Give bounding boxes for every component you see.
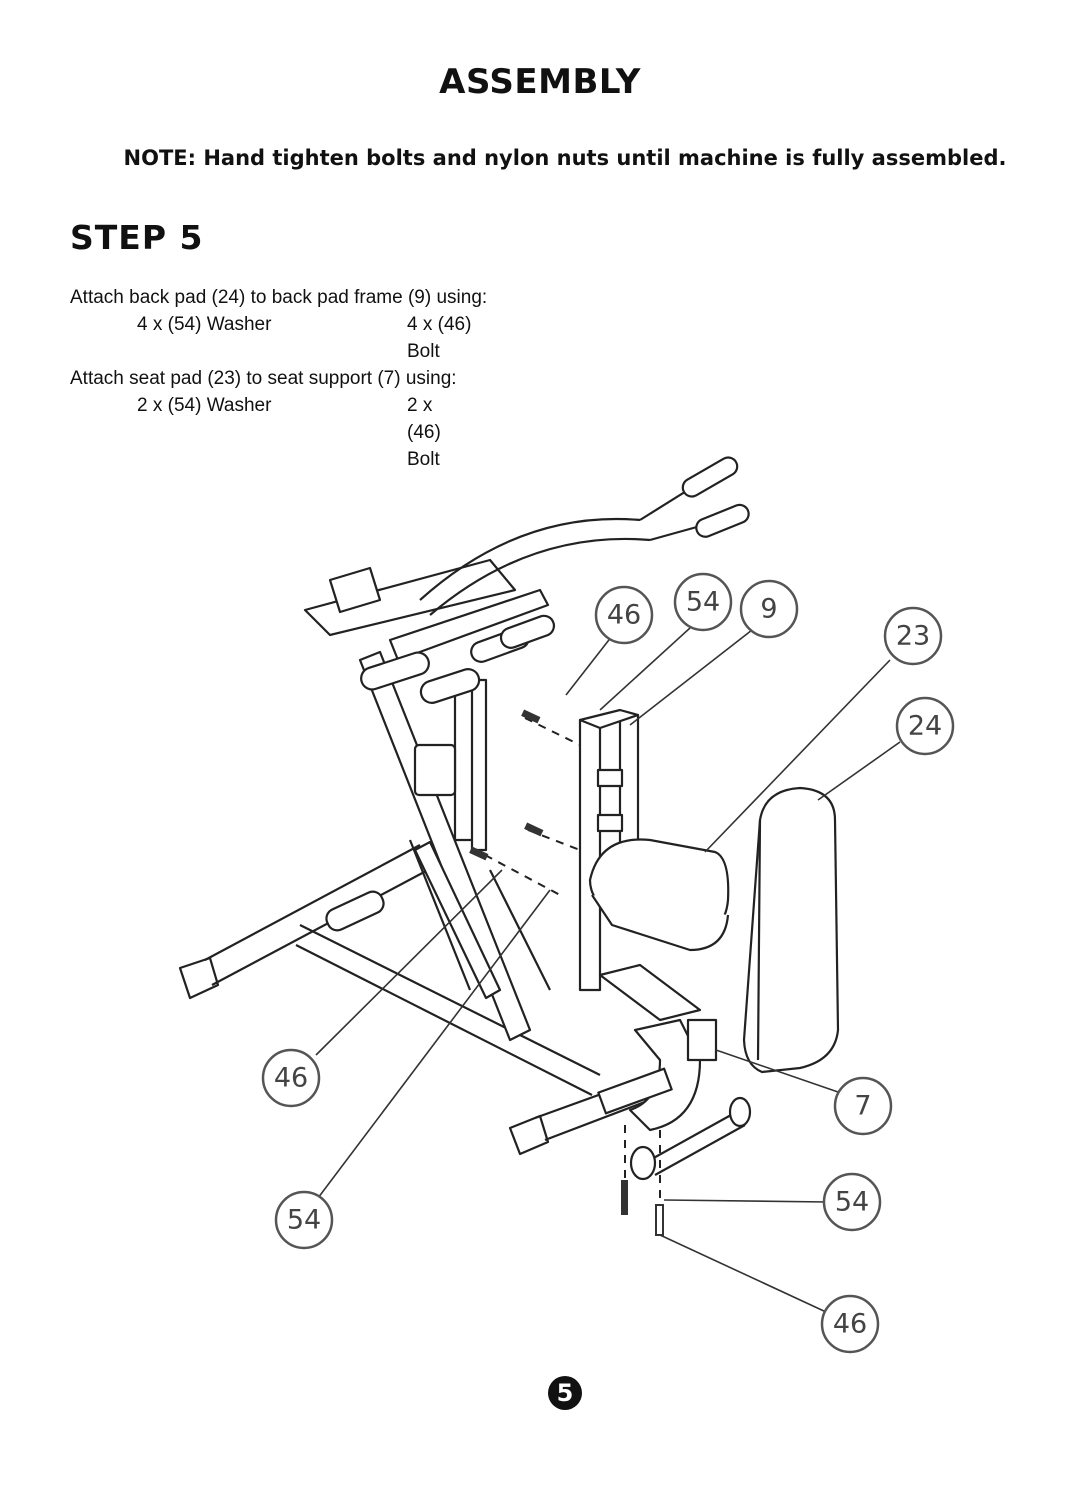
assembly-note: NOTE: Hand tighten bolts and nylon nuts … (123, 146, 1007, 170)
callout-24: 24 (895, 696, 955, 756)
callout-54-right: 54 (822, 1172, 882, 1232)
callout-label: 7 (854, 1091, 871, 1122)
callout-46-bottom: 46 (820, 1294, 880, 1354)
callout-label: 46 (833, 1309, 867, 1340)
callout-label: 54 (287, 1205, 321, 1236)
callout-label: 54 (686, 587, 720, 618)
callout-label: 24 (908, 711, 942, 742)
machine-frame (178, 456, 750, 1156)
seat-pad (588, 838, 730, 952)
instruction-text: Attach back pad (24) to back pad frame (… (70, 287, 488, 308)
instruction-back-pad: Attach back pad (24) to back pad frame (… (70, 284, 488, 362)
callout-label: 54 (835, 1187, 869, 1218)
callout-label: 46 (607, 600, 641, 631)
callout-46-left: 46 (261, 1048, 321, 1108)
step-title: STEP 5 (70, 218, 204, 257)
callout-23: 23 (883, 606, 943, 666)
instruction-text: Attach seat pad (23) to seat support (7)… (70, 368, 457, 389)
callout-54-top: 54 (673, 572, 733, 632)
callouts: 46 54 9 23 24 46 7 54 (261, 572, 955, 1354)
callout-9: 9 (739, 579, 799, 639)
hardware (469, 709, 664, 1236)
callout-7: 7 (833, 1076, 893, 1136)
washer-qty: 4 x (54) Washer (137, 314, 272, 335)
washer-qty: 2 x (54) Washer (137, 395, 272, 416)
back-pad (742, 786, 840, 1074)
parts-row: 2 x (54) Washer 2 x (46) Bolt (70, 392, 457, 470)
callout-label: 46 (274, 1063, 308, 1094)
leader-lines (315, 627, 901, 1313)
bolt-qty: 4 x (46) Bolt (407, 314, 472, 362)
callout-label: 23 (896, 621, 930, 652)
parts-row: 4 x (54) Washer 4 x (46) Bolt (70, 311, 487, 362)
page-number: 5 (548, 1376, 582, 1410)
callout-label: 9 (760, 594, 777, 625)
seat-support (578, 708, 752, 1181)
bolt-qty: 2 x (46) Bolt (407, 395, 441, 470)
callout-46-top: 46 (594, 585, 654, 645)
instruction-seat-pad: Attach seat pad (23) to seat support (7)… (70, 365, 457, 470)
page-heading: ASSEMBLY (439, 62, 641, 102)
callout-54-left: 54 (274, 1190, 334, 1250)
